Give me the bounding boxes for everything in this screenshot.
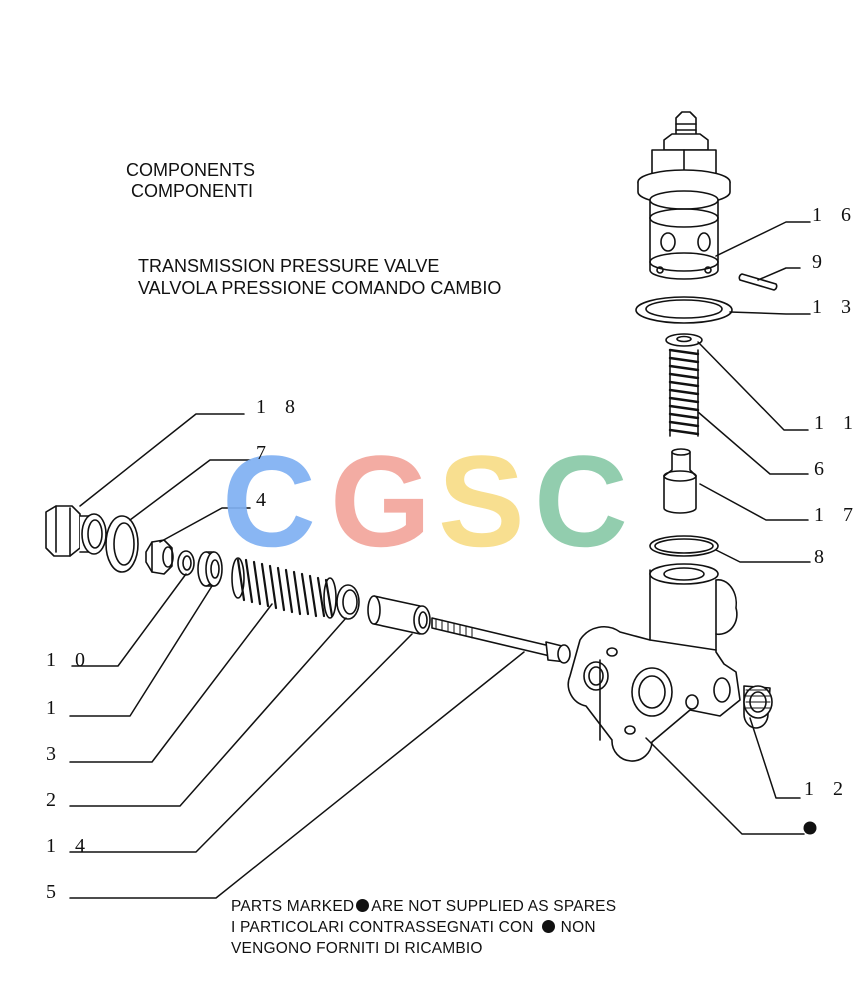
callout-10: 1 0 <box>46 649 92 671</box>
bullet-icon <box>541 920 555 933</box>
part-6-spring <box>668 348 700 437</box>
part-14-sleeve <box>367 595 431 635</box>
heading-line-2: COMPONENTI <box>131 181 254 201</box>
callout-2: 2 <box>46 789 63 811</box>
note-line-2-end: NON <box>560 919 596 936</box>
leader-12 <box>749 717 801 799</box>
callout-7: 7 <box>256 442 273 464</box>
leader-11 <box>697 341 809 431</box>
note-line-1-start: PARTS MARKED <box>231 898 355 915</box>
leader-8 <box>715 549 811 563</box>
part-1-seat <box>197 551 223 587</box>
callout-12: 1 2 <box>804 778 850 800</box>
callout-13: 1 3 <box>812 296 856 318</box>
note-line-3: VENGONO FORNITI DI RICAMBIO <box>231 940 483 957</box>
note-line-1-end: ARE NOT SUPPLIED AS SPARES <box>371 898 617 915</box>
leader-7 <box>129 459 251 521</box>
callout-5: 5 <box>46 881 63 903</box>
callout-4: 4 <box>256 489 273 511</box>
part-8-o-ring <box>649 535 719 557</box>
leader-1 <box>69 585 213 717</box>
part-12-plug <box>743 685 773 729</box>
leader-18 <box>79 413 245 507</box>
part-9-pin <box>738 273 778 291</box>
leader-10 <box>71 573 187 667</box>
leader-17 <box>699 483 809 521</box>
note-line-2: I PARTICOLARI CONTRASSEGNATI CON NON <box>231 917 596 938</box>
callout-8: 8 <box>814 546 831 568</box>
callout-1: 1 <box>46 697 63 719</box>
leader-3 <box>69 603 273 763</box>
part-7-seal <box>105 515 139 573</box>
part-18-plug <box>45 505 107 557</box>
part-10-washer <box>177 550 195 576</box>
subheading-line-2: VALVOLA PRESSIONE COMANDO CAMBIO <box>138 278 502 298</box>
callout-9: 9 <box>812 251 829 273</box>
not-supplied-marker <box>803 821 817 835</box>
leader-marked <box>645 737 805 835</box>
leader-lines <box>69 221 811 899</box>
leader-13 <box>729 311 811 315</box>
callout-16: 1 6 <box>812 204 856 226</box>
leader-2 <box>69 617 347 807</box>
note-line-2-start: I PARTICOLARI CONTRASSEGNATI CON <box>231 919 534 936</box>
part-13-washer <box>635 296 733 324</box>
leader-4 <box>159 507 251 543</box>
callout-14: 1 4 <box>46 835 92 857</box>
callout-17: 1 7 <box>814 504 856 526</box>
part-17-piston <box>663 448 697 514</box>
leader-9 <box>757 267 801 281</box>
part-2-ring <box>336 584 360 620</box>
note-line-1: PARTS MARKED ARE NOT SUPPLIED AS SPARES <box>231 896 616 917</box>
part-5-bolt <box>431 617 571 664</box>
bullet-icon <box>356 899 370 912</box>
leader-14 <box>69 633 413 853</box>
part-11-washer <box>665 333 703 347</box>
leader-6 <box>697 411 809 475</box>
callout-3: 3 <box>46 743 63 765</box>
part-16-valve-cartridge <box>637 111 731 280</box>
callout-6: 6 <box>814 458 831 480</box>
leader-16 <box>715 221 811 257</box>
part-4-nut <box>145 539 174 575</box>
heading-line-1: COMPONENTS <box>126 160 256 180</box>
leader-5 <box>69 651 525 899</box>
callout-18: 1 8 <box>256 396 302 418</box>
subheading-line-1: TRANSMISSION PRESSURE VALVE <box>138 256 440 276</box>
valve-body <box>567 563 741 762</box>
part-3-spring <box>231 557 337 619</box>
callout-11: 1 1 <box>814 412 856 434</box>
